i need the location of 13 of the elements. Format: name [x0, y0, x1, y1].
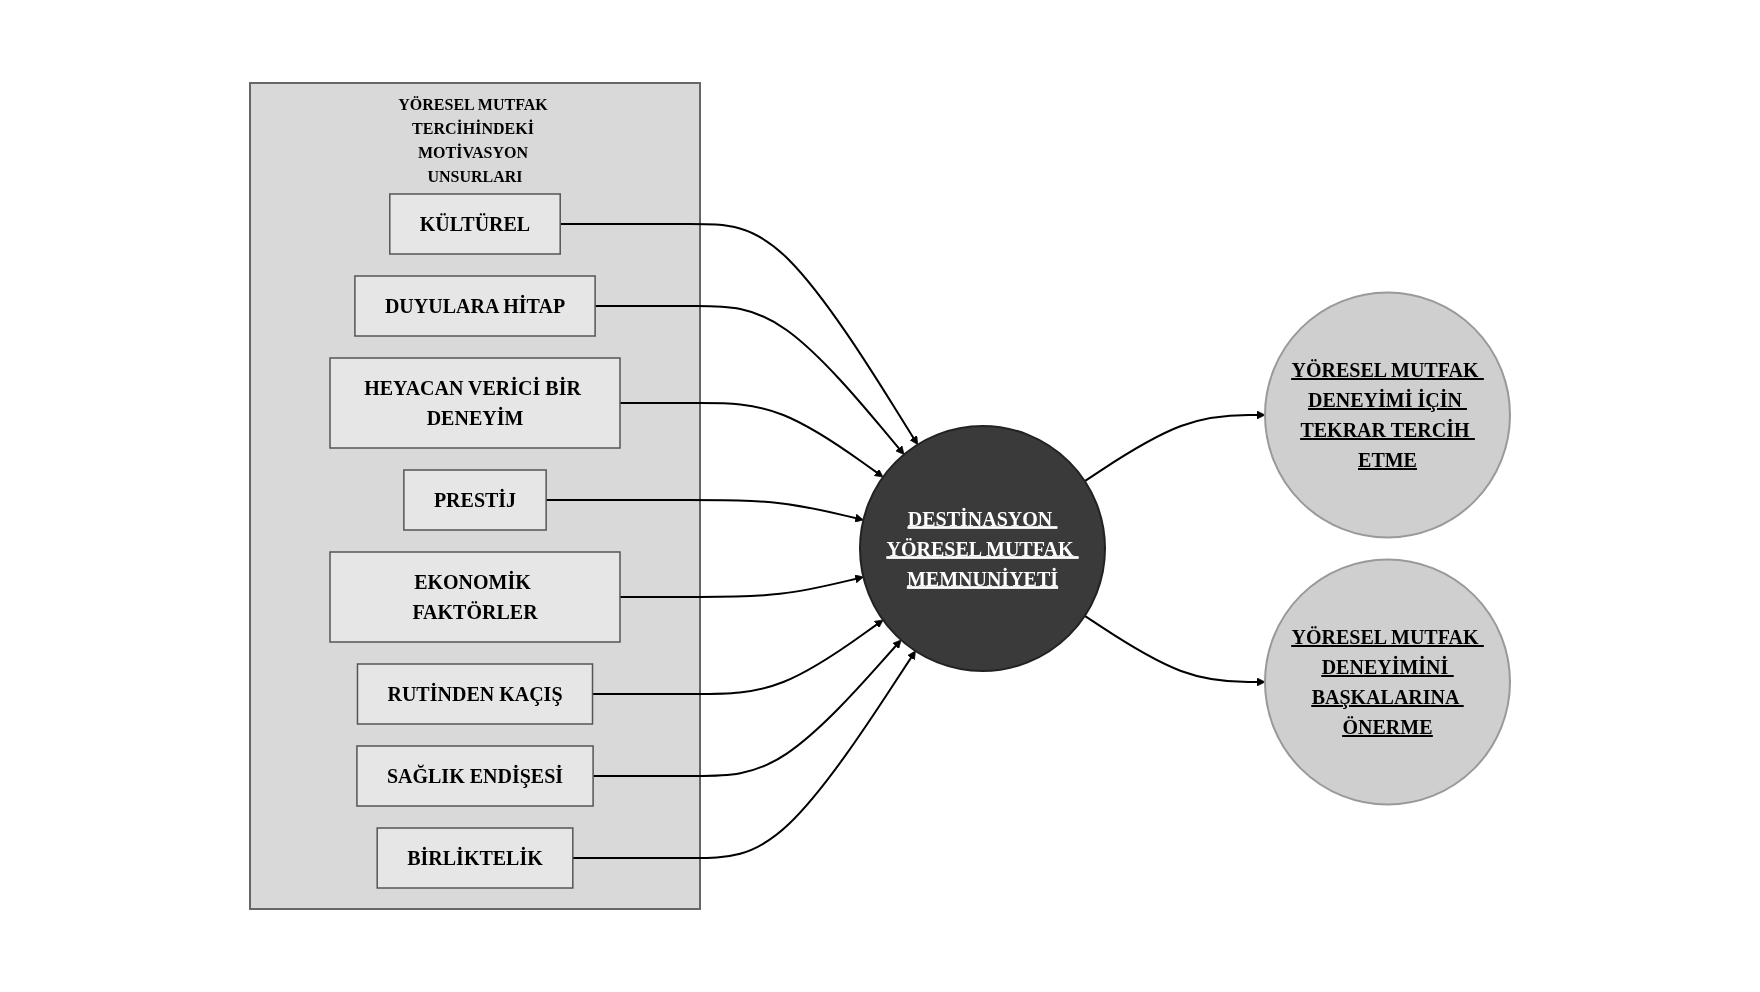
node-box: HEYACAN VERİCİ BİR DENEYİM [329, 357, 621, 449]
node-box: PRESTİJ [403, 469, 547, 531]
node-box: RUTİNDEN KAÇIŞ [356, 663, 594, 725]
node-circle: YÖRESEL MUTFAK DENEYİMİNİ BAŞKALARINA ÖNERME [1264, 558, 1511, 806]
node-circle: YÖRESEL MUTFAK DENEYİMİ İÇİN TEKRAR TERCİH ETME [1264, 291, 1511, 539]
node-box: DUYULARA HİTAP [354, 275, 596, 337]
node-box: KÜLTÜREL [389, 193, 561, 255]
node-box: EKONOMİK FAKTÖRLER [329, 551, 621, 643]
node-box: SAĞLIK ENDİŞESİ [356, 745, 594, 807]
node-box: BİRLİKTELİK [376, 827, 574, 889]
node-circle: DESTİNASYON YÖRESEL MUTFAK MEMNUNİYETİ [859, 425, 1106, 672]
arrow [1083, 614, 1266, 687]
arrow [1083, 410, 1266, 483]
